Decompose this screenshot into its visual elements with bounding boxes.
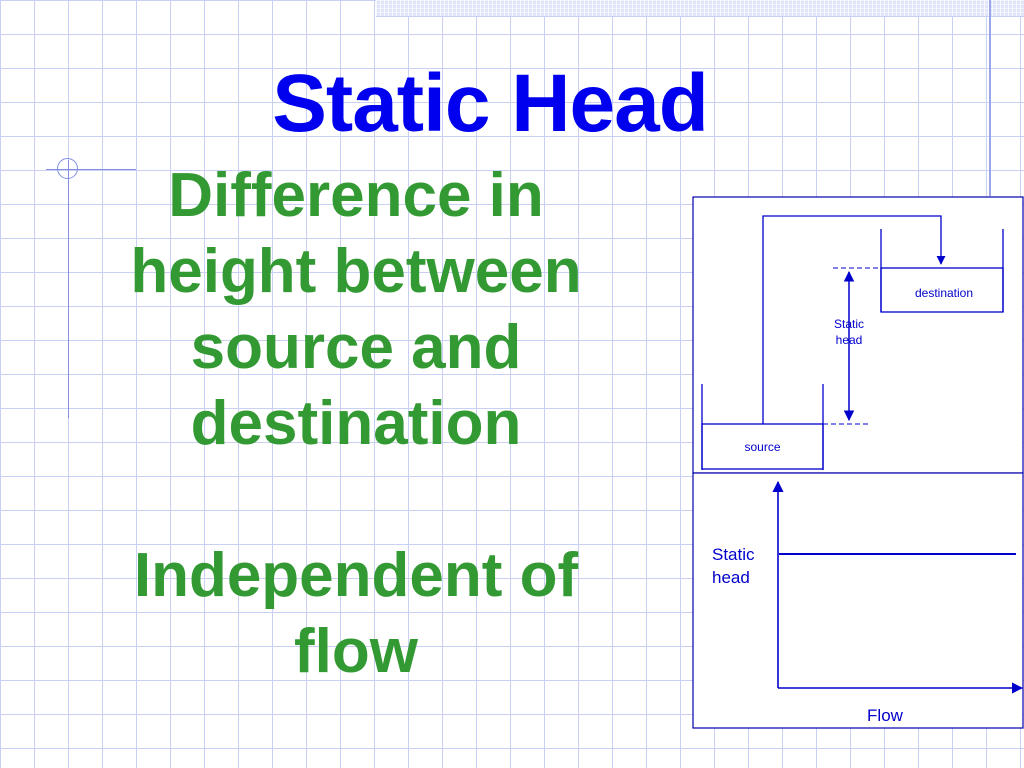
x-axis-label: Flow	[867, 706, 903, 725]
body-line: flow	[294, 617, 418, 686]
margin-horizontal-rule	[46, 169, 136, 170]
pipe-arrow	[762, 215, 946, 424]
margin-vertical-rule	[68, 160, 69, 418]
figure-graphics	[692, 196, 1024, 729]
y-axis-label-line: Static	[712, 545, 755, 564]
body-line: height between	[130, 237, 582, 306]
slide-title: Static Head	[272, 58, 709, 149]
margin-circle-ornament	[57, 158, 78, 179]
static-head-figure: destination source Static head Static he…	[692, 196, 1024, 730]
body-spacer	[54, 462, 658, 538]
slide-body: Difference in height between source and …	[54, 158, 658, 690]
top-decorative-band	[376, 0, 1024, 16]
dimension-label-line: head	[835, 333, 863, 347]
dimension-label: Static head	[822, 316, 876, 348]
body-line: Independent of	[133, 541, 579, 610]
body-line: source and	[190, 313, 522, 382]
body-line: Difference in	[168, 161, 544, 230]
body-line: destination	[190, 389, 522, 458]
dimension-label-line: Static	[833, 317, 864, 331]
tank-diagram-frame	[692, 196, 1024, 474]
right-margin-rule	[989, 0, 991, 196]
band-divider	[376, 16, 1024, 17]
destination-tank	[880, 229, 1004, 313]
source-label: source	[744, 440, 781, 454]
y-axis-label: Static head	[712, 543, 768, 589]
curve-frame	[692, 472, 1024, 729]
destination-label: destination	[914, 286, 974, 300]
y-axis-label-line: head	[712, 568, 750, 587]
